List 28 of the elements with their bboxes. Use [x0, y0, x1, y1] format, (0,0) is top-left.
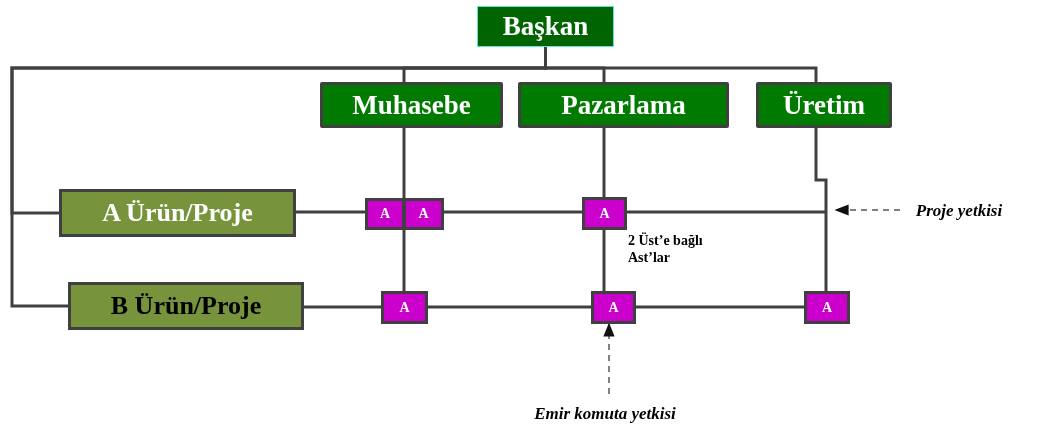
arrow: [603, 322, 615, 395]
connector-line: [402, 230, 406, 291]
project-box: A Ürün/Proje: [59, 189, 296, 237]
staff-box: A: [365, 198, 405, 230]
title-box: Başkan: [477, 6, 614, 47]
annotation-text: Emir komuta yetkisi: [530, 392, 680, 436]
connector-line: [814, 128, 828, 291]
connector-line: [402, 128, 406, 198]
staff-box: A: [381, 291, 428, 324]
department-box: Pazarlama: [518, 82, 729, 128]
arrow: [834, 204, 901, 216]
connector-line: [444, 210, 582, 214]
connector-line: [627, 210, 826, 214]
annotation-text: Proje yetkisi: [900, 199, 1018, 223]
connector-line: [602, 128, 606, 197]
staff-box: A: [403, 198, 444, 230]
connector-line: [304, 305, 381, 309]
project-box: B Ürün/Proje: [68, 282, 304, 330]
annotation-text: 2 Üst’e bağlı Ast’lar: [628, 233, 704, 267]
staff-box: A: [591, 291, 636, 324]
staff-box: A: [582, 197, 627, 230]
connector-line: [296, 210, 365, 214]
department-box: Üretim: [756, 82, 892, 128]
department-box: Muhasebe: [320, 82, 503, 128]
staff-box: A: [804, 291, 850, 324]
connector-line: [602, 230, 606, 291]
connector-line: [428, 305, 591, 309]
connector-line: [636, 305, 804, 309]
